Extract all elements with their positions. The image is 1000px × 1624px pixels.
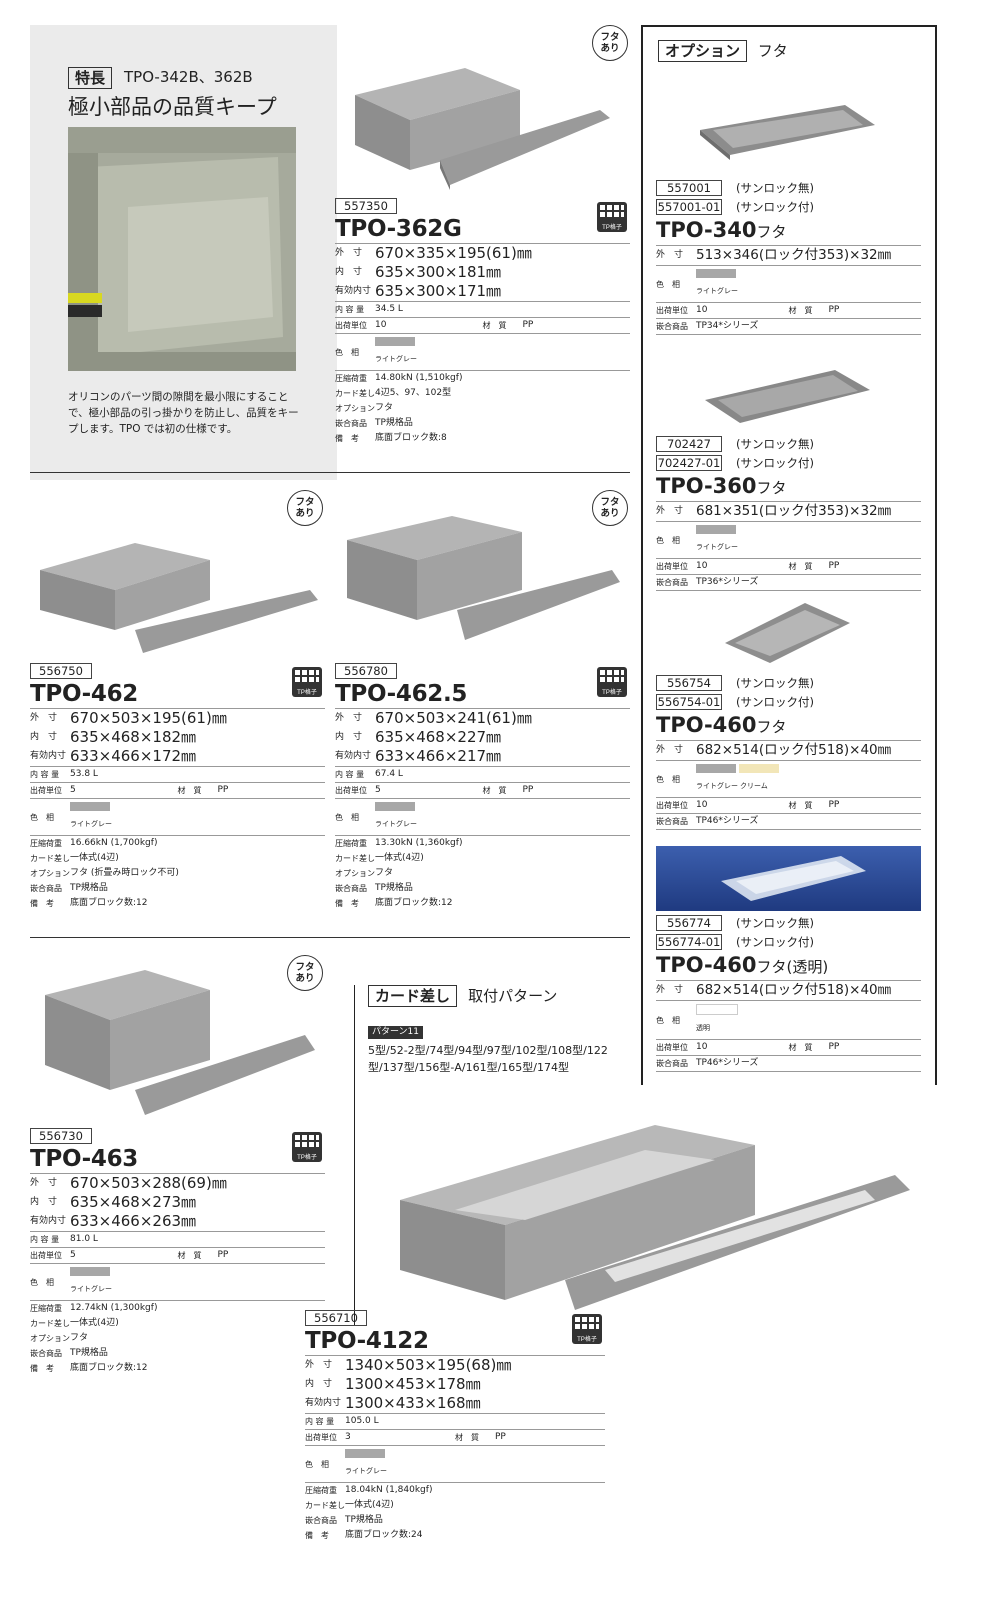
product-code: 556710 — [305, 1310, 367, 1326]
container-photo — [347, 516, 620, 640]
tp-grid-icon: TP格子 — [597, 667, 627, 697]
lid-available-badge: フタ あり — [592, 25, 628, 61]
option-border-top — [641, 25, 936, 27]
option-border-left — [641, 25, 643, 1085]
product-model: TPO-463 — [30, 1146, 138, 1172]
card-pattern-section: カード差し 取付パターン パターン11 5型/52-2型/74型/94型/97型… — [368, 985, 618, 1076]
svg-text:TP格子: TP格子 — [297, 688, 317, 696]
option-item-1: 557001(サンロック無) 557001-01(サンロック付) TPO-340… — [656, 179, 921, 335]
pattern-label: パターン11 — [368, 1026, 424, 1039]
pattern-list: 5型/52-2型/74型/94型/97型/102型/108型/122型/137型… — [368, 1044, 608, 1074]
container-photo — [45, 970, 315, 1115]
tp-grid-icon: TP格子 — [292, 1132, 322, 1162]
feature-tag: 特長 — [68, 67, 113, 89]
svg-text:TP格子: TP格子 — [602, 688, 622, 696]
clear-lid-photo — [656, 846, 921, 911]
feature-panel: 特長 TPO-342B、362B 極小部品の品質キープ オリコンのパーツ間の隙間… — [30, 25, 337, 480]
container-photo — [400, 1125, 910, 1310]
tp-grid-icon: TP格子 — [572, 1314, 602, 1344]
product-code: 556750 — [30, 663, 92, 679]
feature-title: 極小部品の品質キープ — [68, 95, 277, 119]
lid-photo — [705, 370, 870, 423]
option-border-right — [935, 25, 937, 1085]
lid-photo — [700, 105, 875, 160]
svg-text:TP格子: TP格子 — [297, 1153, 317, 1161]
svg-text:TP格子: TP格子 — [577, 1335, 597, 1343]
option-item-3: 556754(サンロック無) 556754-01(サンロック付) TPO-460… — [656, 674, 921, 830]
lid-available-badge: フタ あり — [287, 490, 323, 526]
card-divider — [354, 985, 355, 1325]
option-header: オプション フタ — [658, 40, 788, 62]
feature-photo — [68, 127, 296, 371]
lid-available-badge: フタ あり — [287, 955, 323, 991]
svg-text:TP格子: TP格子 — [602, 223, 622, 231]
lid-available-badge: フタ あり — [592, 490, 628, 526]
section-divider — [30, 937, 630, 938]
container-photo — [355, 68, 610, 190]
container-photo — [40, 543, 318, 653]
option-item-4: 556774(サンロック無) 556774-01(サンロック付) TPO-460… — [656, 914, 921, 1072]
product-model: TPO-362G — [335, 216, 462, 242]
tp-grid-icon: TP格子 — [292, 667, 322, 697]
product-code: 557350 — [335, 198, 397, 214]
section-divider — [30, 472, 630, 473]
feature-models: TPO-342B、362B — [124, 68, 253, 86]
lid-photo — [725, 603, 850, 663]
product-model: TPO-462.5 — [335, 681, 468, 707]
feature-description: オリコンのパーツ間の隙間を最小限にすることで、極小部品の引っ掛かりを防止し、品質… — [68, 391, 299, 435]
product-code: 556730 — [30, 1128, 92, 1144]
product-model: TPO-4122 — [305, 1328, 429, 1354]
product-code: 556780 — [335, 663, 397, 679]
tp-grid-icon: TP格子 — [597, 202, 627, 232]
option-item-2: 702427(サンロック無) 702427-01(サンロック付) TPO-360… — [656, 435, 921, 591]
product-model: TPO-462 — [30, 681, 138, 707]
